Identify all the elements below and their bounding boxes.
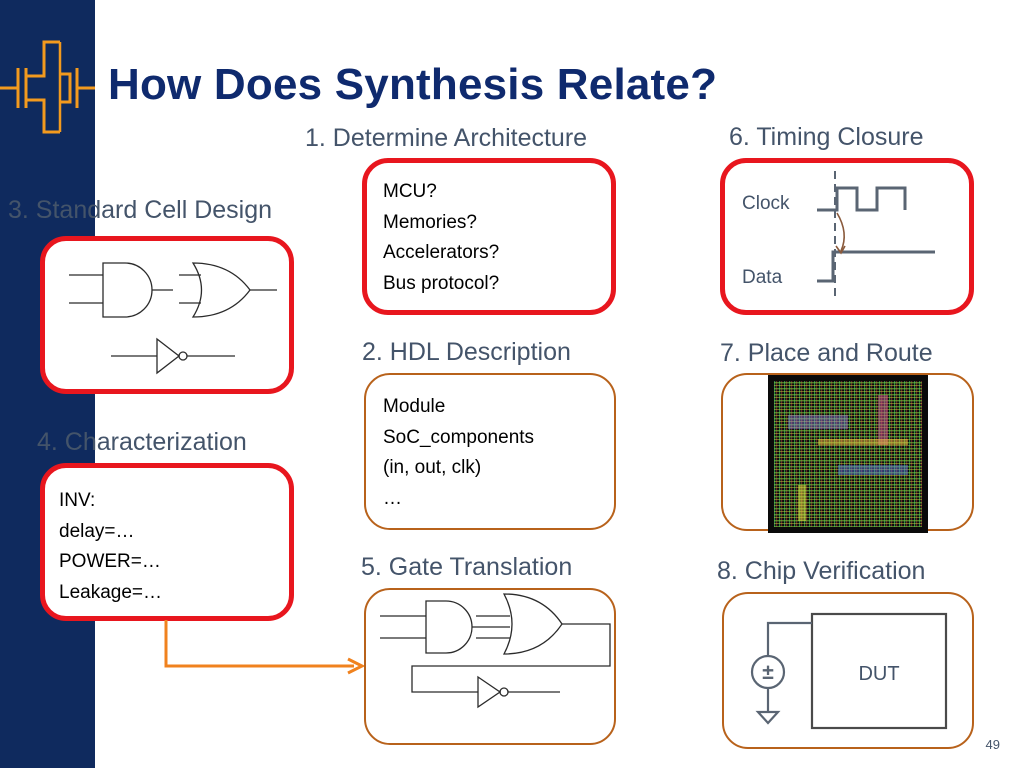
characterization-line: POWER=… <box>59 551 161 572</box>
inverter-icon <box>111 337 235 375</box>
gate-translation-box <box>364 588 616 745</box>
architecture-line: Bus protocol? <box>383 272 500 294</box>
gate-translation-label: 5. Gate Translation <box>361 553 573 581</box>
dut-block <box>810 612 948 730</box>
hdl-label: 2. HDL Description <box>362 338 571 366</box>
or-gate-icon <box>179 262 277 318</box>
hdl-box: Module SoC_components (in, out, clk) … <box>364 373 616 530</box>
page-number: 49 <box>985 737 1000 752</box>
standard-cell-diagram <box>69 262 277 375</box>
architecture-label: 1. Determine Architecture <box>305 124 588 152</box>
characterization-line: Leakage=… <box>59 581 162 603</box>
data-label: Data <box>742 267 783 288</box>
timing-waveform <box>817 171 935 301</box>
characterization-text: INV: delay=… POWER=… Leakage=… <box>59 486 162 608</box>
and-gate-icon <box>69 262 173 318</box>
chip-verification-label: 8. Chip Verification <box>717 557 926 585</box>
layout-image <box>768 375 928 533</box>
architecture-text: MCU? Memories? Accelerators? Bus protoco… <box>383 177 499 299</box>
transistor-logo-icon <box>0 40 95 134</box>
chip-verification-box: ± DUT <box>722 592 974 749</box>
architecture-line: MCU? <box>383 181 437 202</box>
characterization-line: delay=… <box>59 520 135 542</box>
inverter-icon <box>477 675 502 709</box>
flow-arrow <box>164 620 366 675</box>
hdl-text: Module SoC_components (in, out, clk) … <box>383 392 534 514</box>
hdl-line: … <box>383 487 402 509</box>
clock-label: Clock <box>742 193 790 214</box>
and-gate-icon <box>425 600 473 654</box>
or-gate-icon <box>502 593 563 655</box>
standard-cell-box <box>40 236 294 394</box>
clock-waveform <box>817 186 907 212</box>
place-route-box <box>721 373 974 533</box>
architecture-line: Accelerators? <box>383 242 500 263</box>
slide-title: How Does Synthesis Relate? <box>108 60 718 109</box>
timing-box: Clock Data <box>720 158 974 315</box>
data-waveform <box>817 250 935 283</box>
characterization-line: INV: <box>59 490 96 511</box>
characterization-label: 4. Characterization <box>37 428 247 456</box>
characterization-box: INV: delay=… POWER=… Leakage=… <box>40 463 294 621</box>
dut-label: DUT <box>858 663 899 685</box>
hdl-line: Module <box>383 396 446 417</box>
architecture-line: Memories? <box>383 211 477 233</box>
verification-diagram: ± DUT <box>750 612 948 730</box>
ground-icon <box>755 710 781 725</box>
standard-cell-label: 3. Standard Cell Design <box>8 196 273 224</box>
timing-label: 6. Timing Closure <box>729 123 924 151</box>
gate-translation-diagram <box>380 593 611 709</box>
architecture-box: MCU? Memories? Accelerators? Bus protoco… <box>362 158 616 315</box>
place-route-label: 7. Place and Route <box>720 339 933 367</box>
hdl-line: (in, out, clk) <box>383 457 482 478</box>
hdl-line: SoC_components <box>383 426 535 448</box>
voltage-source-symbol: ± <box>762 661 774 684</box>
